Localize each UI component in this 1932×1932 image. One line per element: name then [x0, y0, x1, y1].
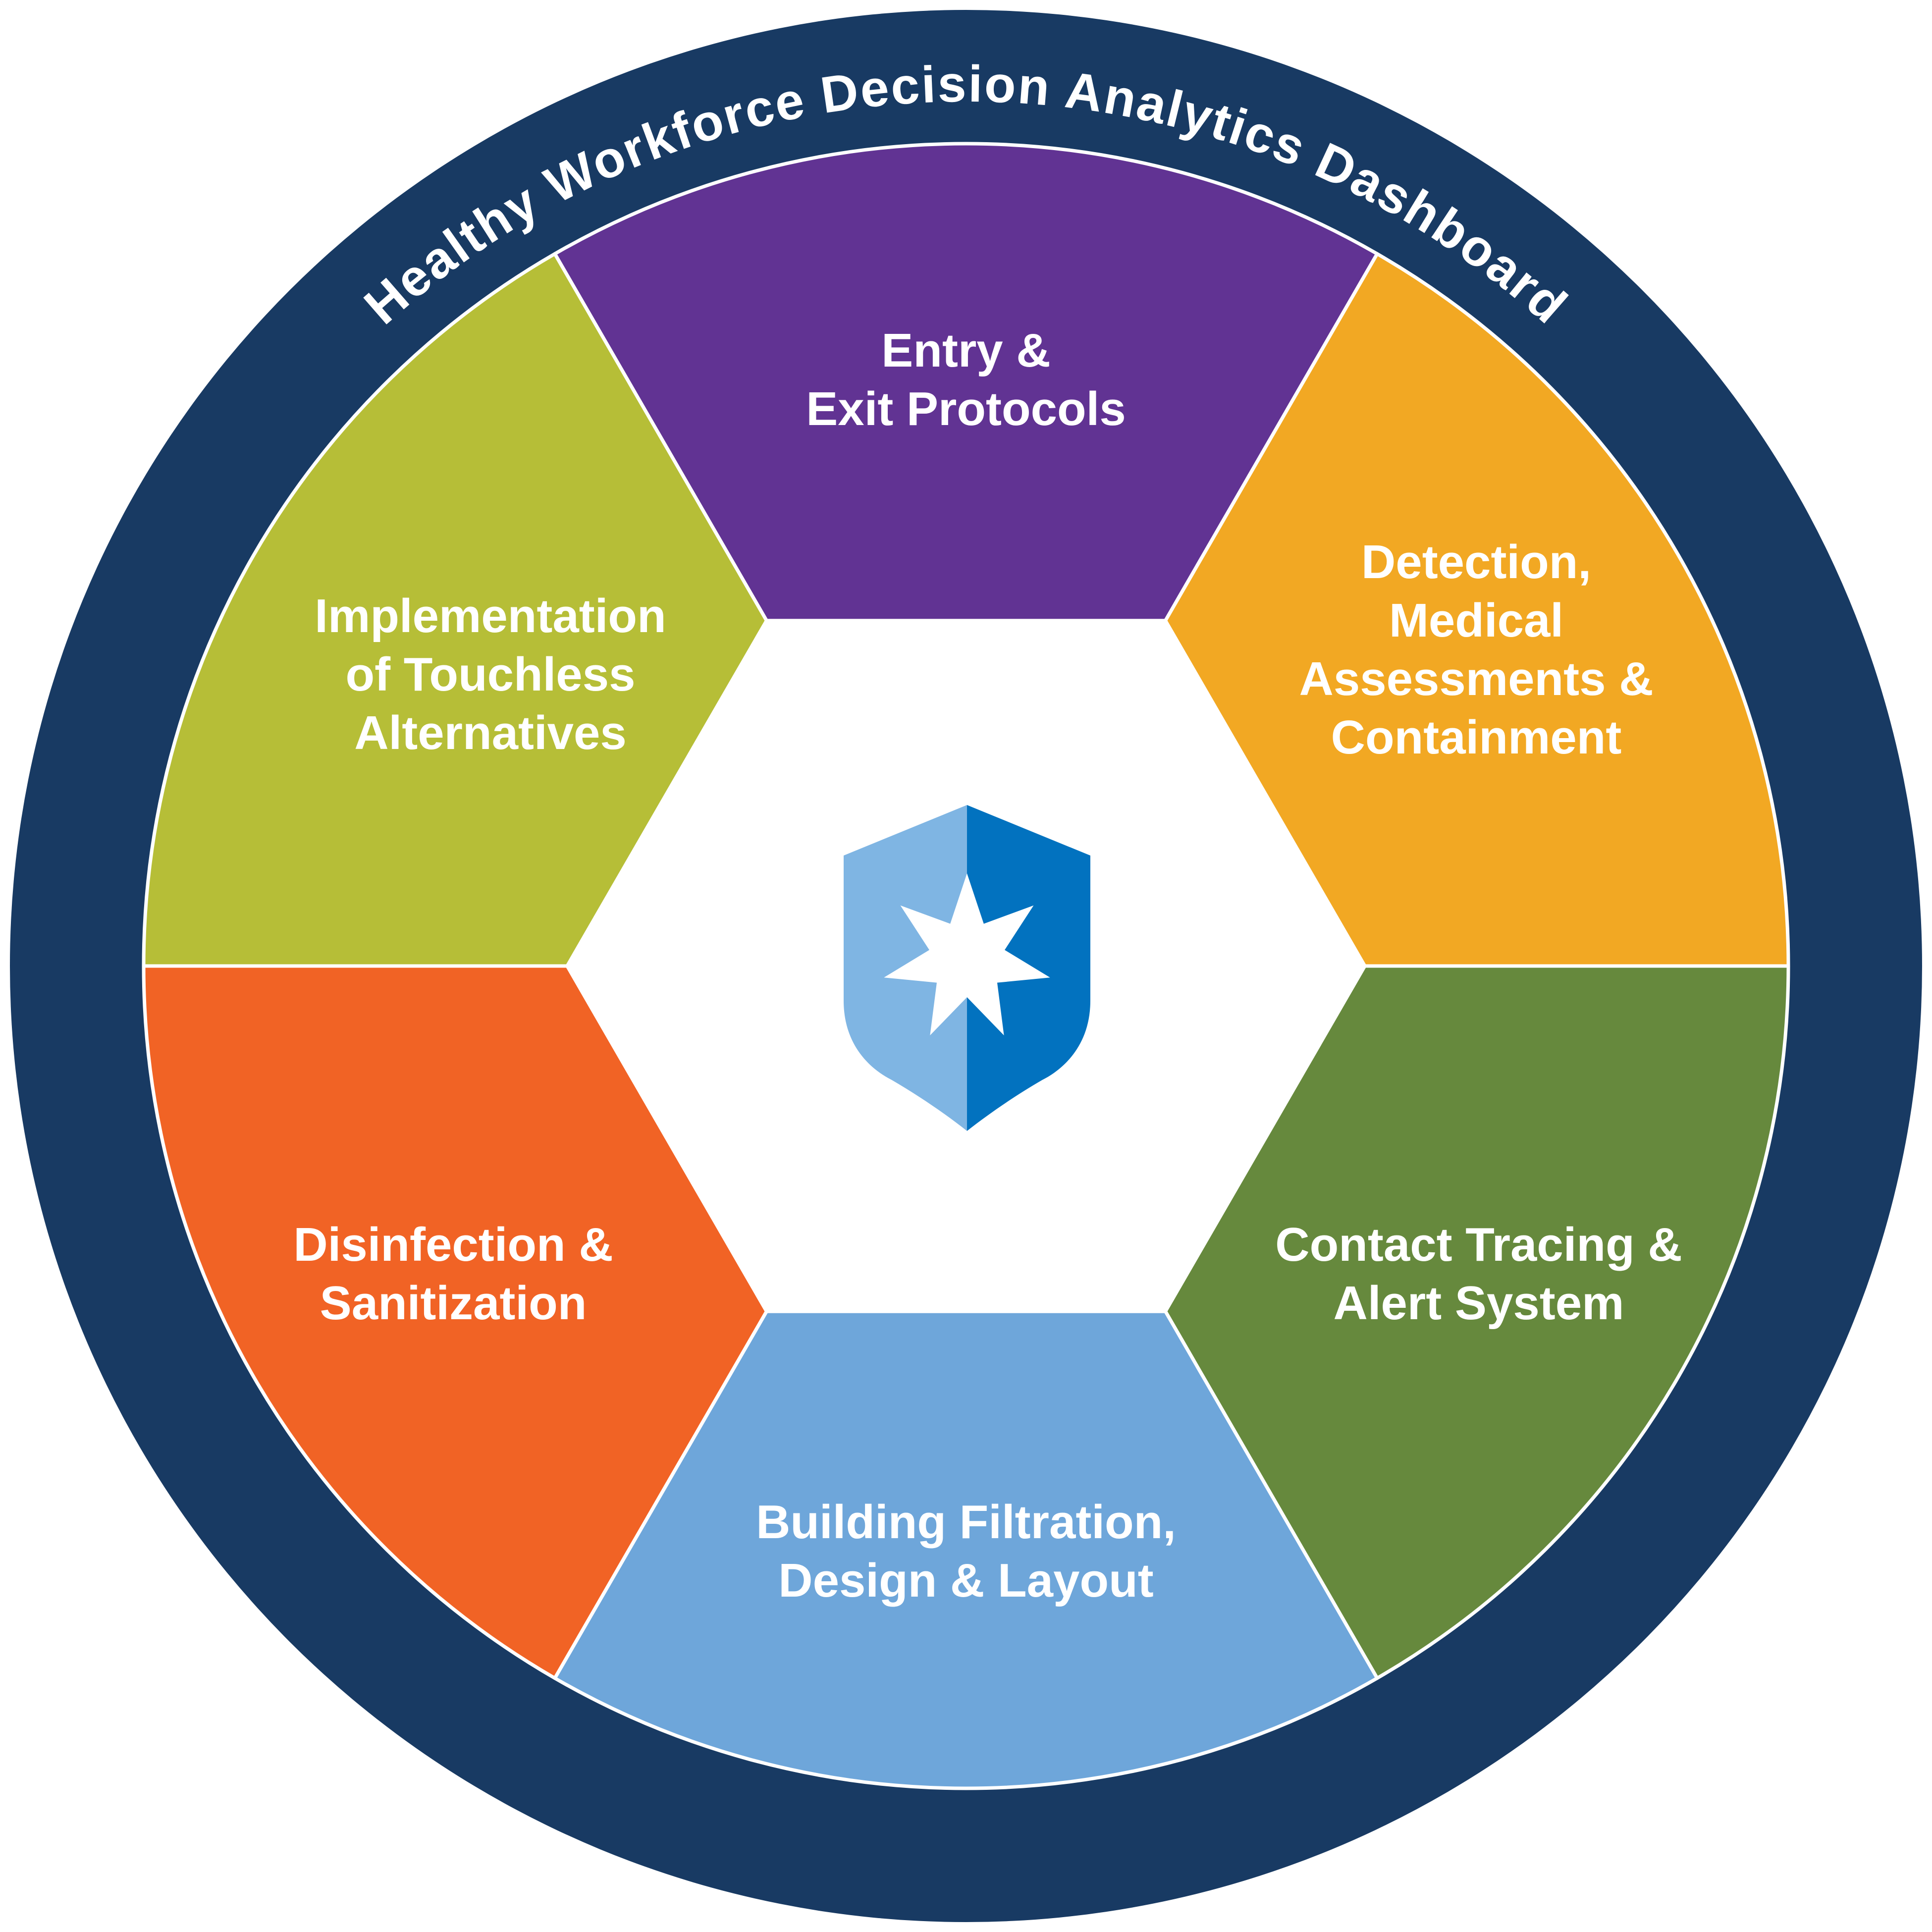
- segment-label-disinfection: Disinfection & Sanitization: [293, 1218, 613, 1330]
- segment-label-line: Disinfection &: [293, 1218, 613, 1271]
- segment-label-line: of Touchless: [346, 648, 636, 701]
- segment-label-line: Design & Layout: [778, 1554, 1153, 1607]
- segment-label-line: Sanitization: [320, 1277, 587, 1330]
- segment-label-line: Containment: [1331, 711, 1622, 764]
- star-icon: [884, 873, 1050, 1035]
- segment-label-line: Implementation: [315, 590, 666, 643]
- segment-label-line: Alert System: [1334, 1277, 1624, 1330]
- segment-label-line: Alternatives: [354, 706, 627, 759]
- segment-label-building: Building Filtration,Design & Layout: [756, 1496, 1176, 1607]
- segments-group: [142, 142, 1790, 1790]
- segment-label-line: Building Filtration,: [756, 1496, 1176, 1549]
- segment-label-entry-exit: Entry &Exit Protocols: [806, 324, 1126, 435]
- segment-detection: [1164, 252, 1790, 968]
- segment-label-line: Contact Tracing &: [1275, 1218, 1682, 1271]
- segment-touchless: [142, 252, 768, 968]
- segment-label-contact-tracing: Contact Tracing & Alert System: [1275, 1218, 1682, 1330]
- segment-entry-exit: [553, 142, 1379, 623]
- shield-star-icon: [844, 805, 1090, 1131]
- segment-disinfection: [142, 964, 768, 1680]
- segment-building: [553, 1309, 1379, 1790]
- segment-label-line: Medical: [1389, 594, 1563, 647]
- segment-label-line: Exit Protocols: [806, 382, 1126, 435]
- segment-label-line: Detection,: [1361, 536, 1591, 589]
- segment-label-line: Assessments &: [1299, 652, 1653, 705]
- segment-contact-tracing: [1164, 964, 1790, 1680]
- segment-label-line: Entry &: [881, 324, 1050, 377]
